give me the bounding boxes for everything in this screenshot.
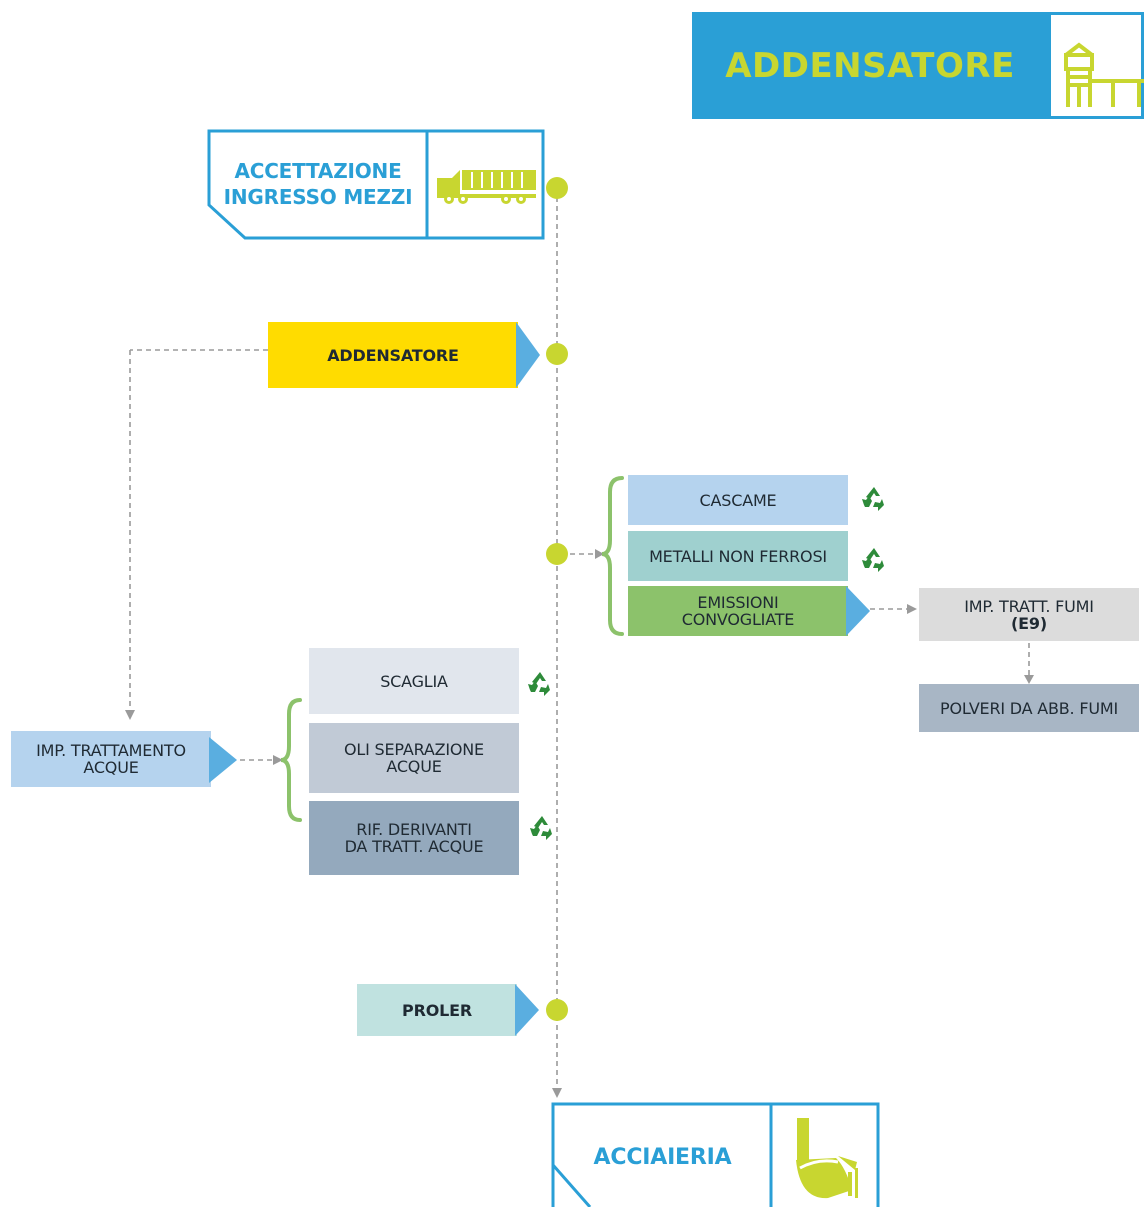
cascame-node[interactable]: CASCAME: [628, 475, 848, 525]
oli-node[interactable]: OLI SEPARAZIONE ACQUE: [309, 723, 519, 793]
proler-arrow: [515, 984, 539, 1036]
start-connector-dot: [546, 177, 568, 199]
proler-connector-dot: [546, 999, 568, 1021]
emissioni-arrow: [846, 586, 870, 636]
thickener-tower-icon: [1064, 42, 1144, 107]
proler-node[interactable]: PROLER: [357, 984, 517, 1036]
fumi-node[interactable]: IMP. TRATT. FUMI (E9): [919, 588, 1139, 641]
addensatore-connector-dot: [546, 343, 568, 365]
addensatore-arrow: [516, 322, 540, 388]
header-icon-panel: [1048, 12, 1144, 119]
emissioni-node[interactable]: EMISSIONI CONVOGLIATE: [628, 586, 848, 636]
recycle-icon: [862, 487, 884, 511]
imp-acque-arrow: [209, 737, 237, 783]
metalli-node[interactable]: METALLI NON FERROSI: [628, 531, 848, 581]
fumi-label: IMP. TRATT. FUMI: [964, 596, 1094, 616]
recycle-icon: [530, 816, 552, 840]
addensatore-node[interactable]: ADDENSATORE: [268, 322, 518, 388]
recycle-icon: [528, 672, 550, 696]
fumi-code: (E9): [1011, 613, 1047, 633]
center-connector-dot: [546, 543, 568, 565]
recycle-icon: [862, 548, 884, 572]
scaglia-node[interactable]: SCAGLIA: [309, 648, 519, 714]
polveri-node[interactable]: POLVERI DA ABB. FUMI: [919, 684, 1139, 732]
end-node-label: ACCIAIERIA: [593, 1144, 732, 1170]
start-node-label: ACCETTAZIONE INGRESSO MEZZI: [223, 159, 413, 209]
rif-node[interactable]: RIF. DERIVANTI DA TRATT. ACQUE: [309, 801, 519, 875]
header-title: ADDENSATORE: [692, 12, 1048, 119]
imp-acque-node[interactable]: IMP. TRATTAMENTO ACQUE: [11, 731, 211, 787]
